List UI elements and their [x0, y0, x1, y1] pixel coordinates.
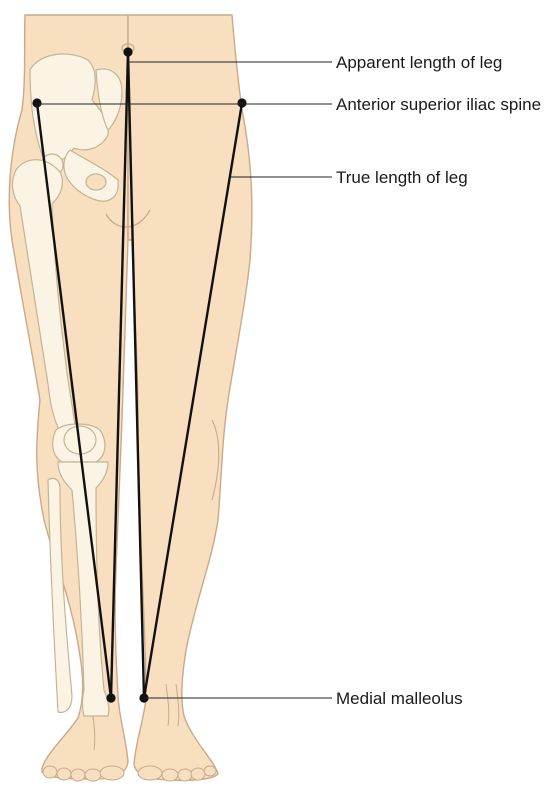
label-apparent-length: Apparent length of leg: [336, 53, 502, 72]
skeleton: [11, 53, 123, 717]
true-length-line-right: [35, 101, 113, 700]
label-asis: Anterior superior iliac spine: [336, 95, 541, 114]
left-leg-outline: [127, 14, 253, 782]
leader-lines: [37, 61, 332, 699]
right-toes: [42, 765, 125, 782]
measurement-lines: [35, 50, 244, 700]
fibula-bone: [47, 477, 73, 713]
left-toes: [137, 765, 217, 782]
femur-bone: [11, 159, 77, 433]
groin-crease: [105, 209, 151, 228]
label-true-length: True length of leg: [336, 168, 468, 187]
asis-point-left: [237, 98, 247, 108]
true-length-line-left: [142, 101, 244, 700]
left-ankle-crease-2: [175, 683, 180, 727]
apparent-length-line-left: [126, 50, 146, 700]
label-medial-malleolus: Medial malleolus: [336, 689, 463, 708]
asis-point-right: [32, 98, 42, 108]
tibia-bone: [57, 461, 110, 717]
umbilicus-point: [123, 47, 133, 57]
apparent-length-line-right: [109, 50, 130, 700]
obturator-foramen: [85, 173, 107, 191]
left-ankle-crease: [165, 683, 170, 727]
left-knee-contour: [211, 419, 220, 501]
sacrum-bone: [95, 68, 123, 131]
medial-malleolus-point-right: [106, 693, 116, 703]
